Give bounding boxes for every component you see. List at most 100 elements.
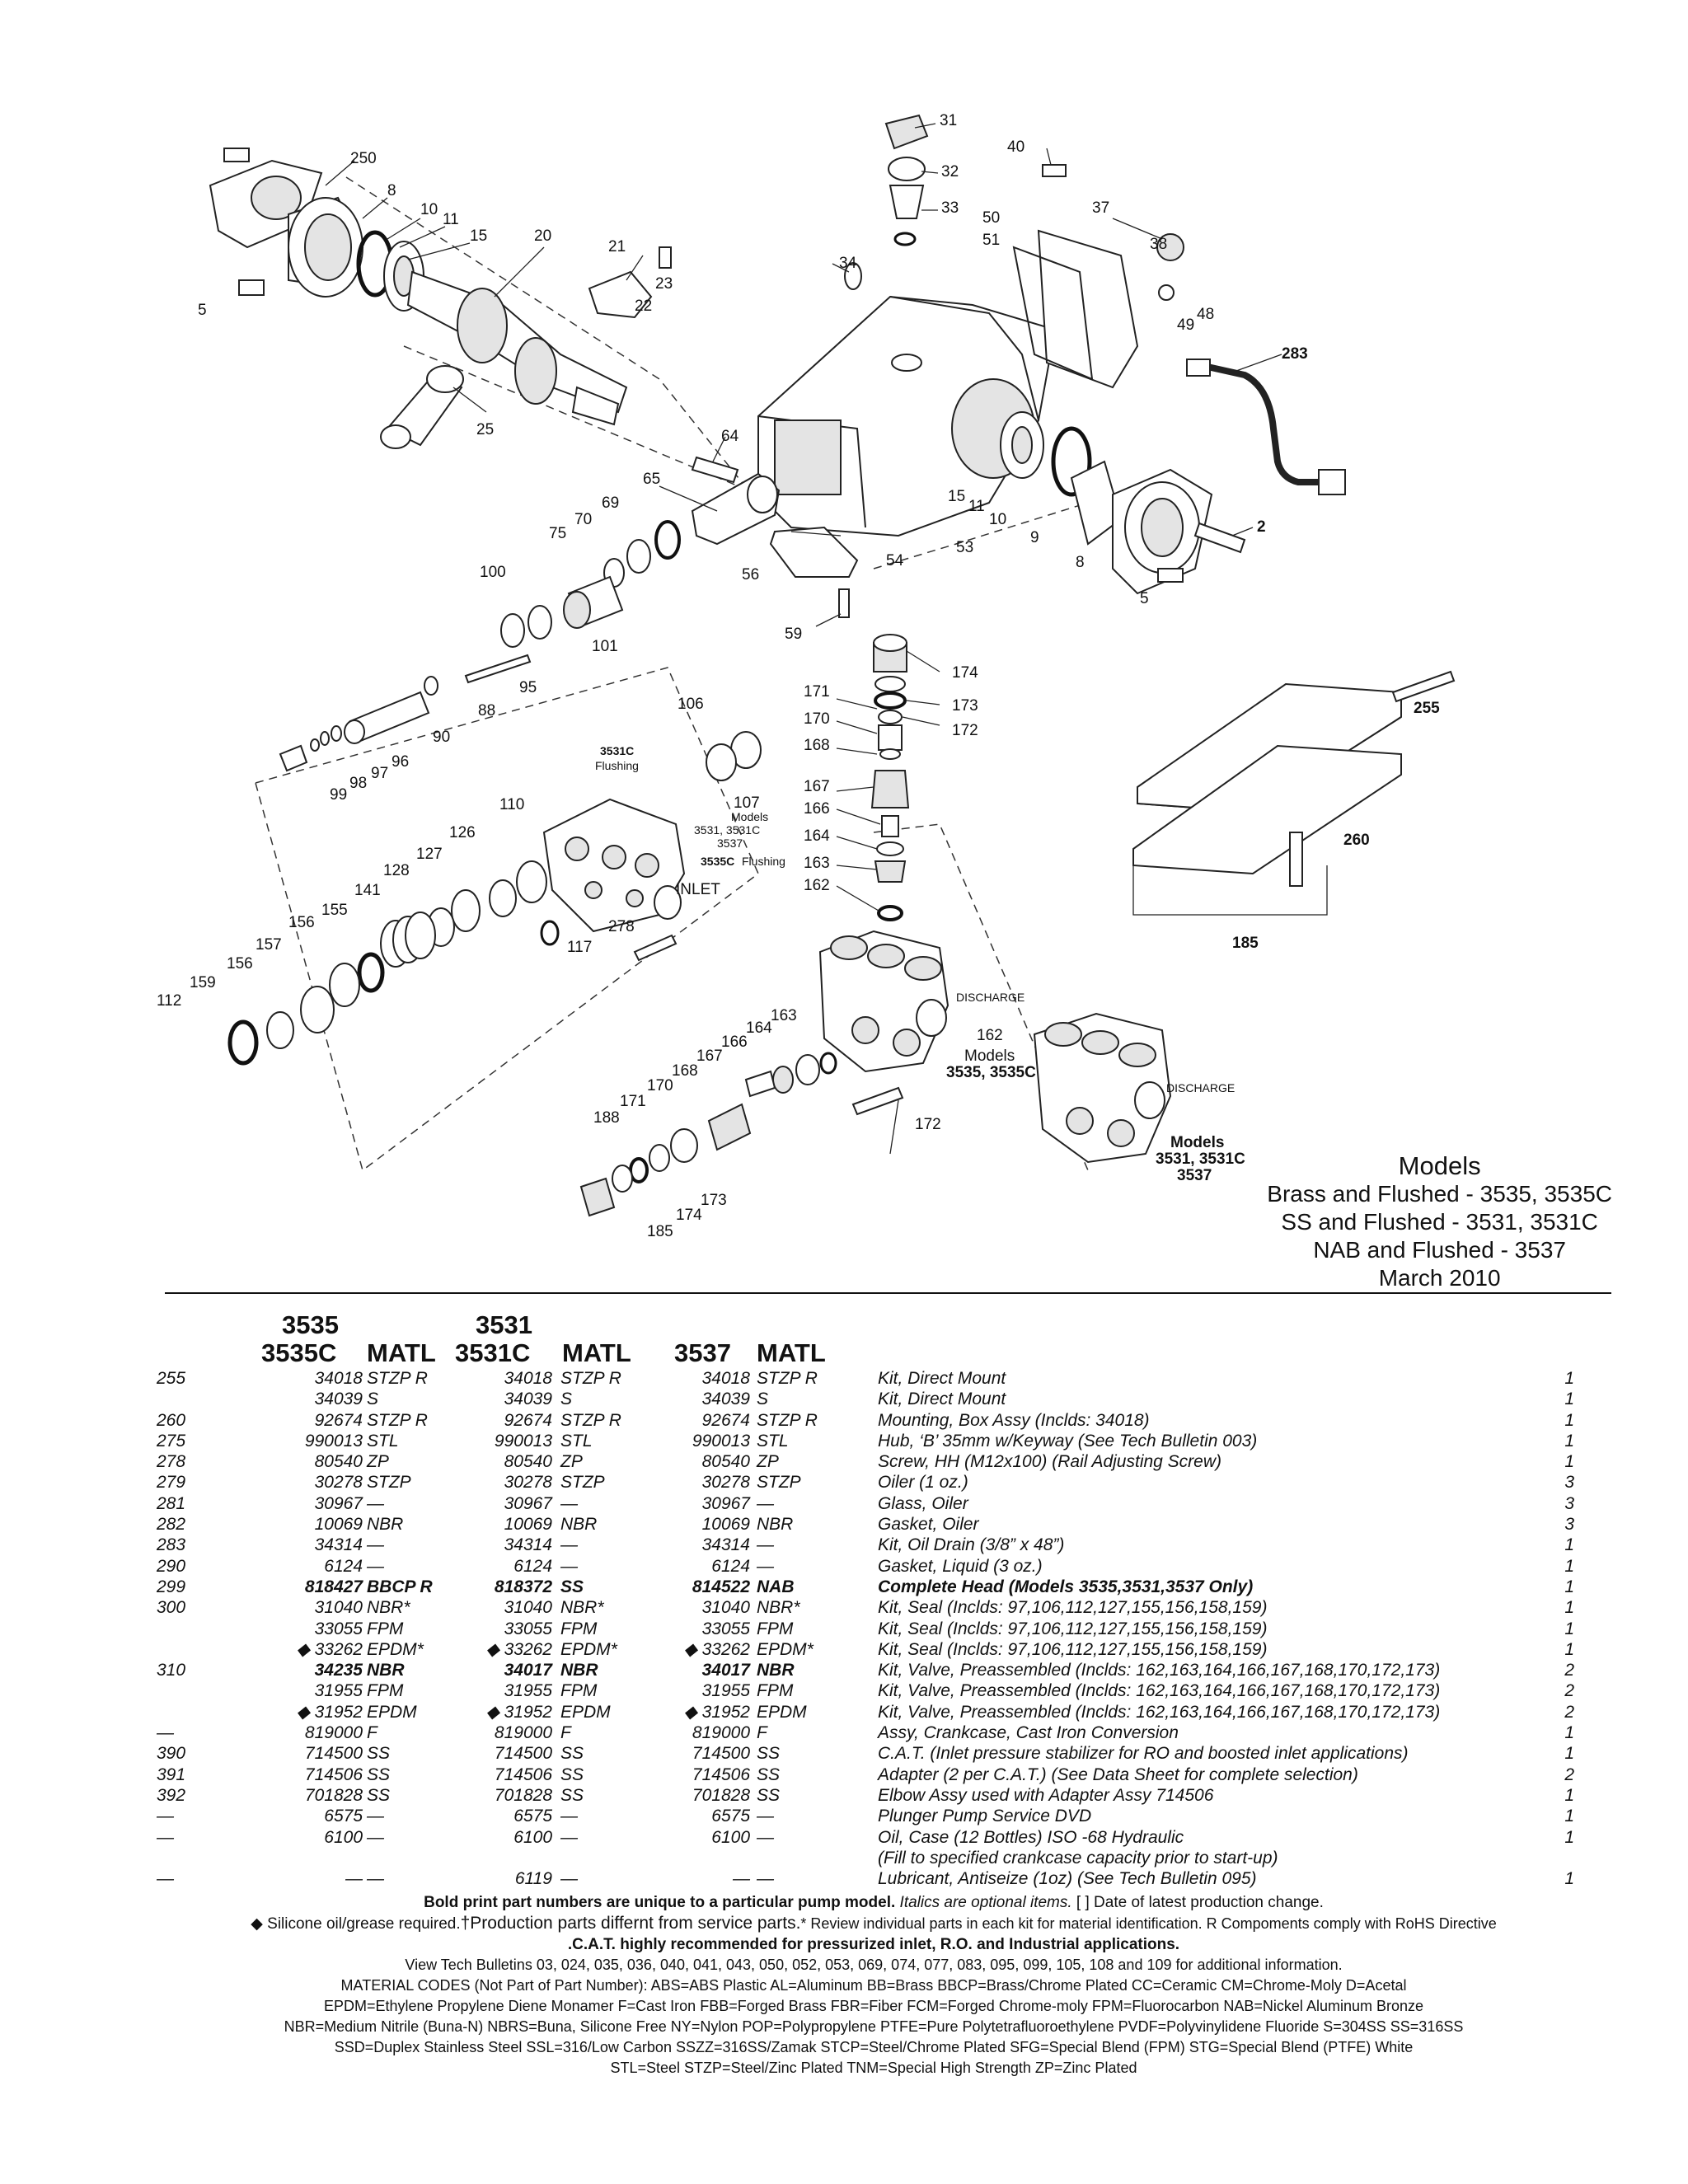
cell-m2: — xyxy=(560,1556,578,1576)
callout: 70 xyxy=(574,511,592,528)
callout: 40 xyxy=(1007,138,1025,156)
cell-desc: Kit, Valve, Preassembled (Inclds: 162,16… xyxy=(878,1661,1441,1680)
callout: 11 xyxy=(443,211,459,228)
callout: 110 xyxy=(499,796,524,813)
cell-m2: — xyxy=(560,1827,578,1847)
callout: 31 xyxy=(940,112,957,129)
cell-m2: SS xyxy=(560,1577,584,1596)
cell-m3: — xyxy=(757,1535,774,1555)
cell-p1: 34039 xyxy=(314,1390,363,1409)
callout: 56 xyxy=(742,566,759,583)
cell-p1: 31955 xyxy=(314,1681,363,1701)
header-matl-1: MATL xyxy=(367,1338,436,1367)
cell-p2: 6124 xyxy=(513,1556,552,1576)
cell-qty: 1 xyxy=(1564,1556,1574,1576)
cell-desc: Assy, Crankcase, Cast Iron Conversion xyxy=(878,1723,1179,1743)
callout: 23 xyxy=(655,275,673,293)
stud-255 xyxy=(1289,832,1303,887)
models-label: 3535, 3535C xyxy=(946,1064,1036,1081)
callout: 8 xyxy=(387,182,396,199)
callout: 174 xyxy=(676,1207,702,1224)
cell-desc: Mounting, Box Assy (Inclds: 34018) xyxy=(878,1410,1150,1430)
cell-m2: EPDM* xyxy=(560,1639,617,1659)
cell-p1: 80540 xyxy=(314,1452,363,1472)
cell-m2: NBR xyxy=(560,1661,598,1680)
note-bulletins: View Tech Bulletins 03, 024, 035, 036, 0… xyxy=(405,1957,1343,1973)
note-material-codes: MATERIAL CODES (Not Part of Part Number)… xyxy=(340,1977,1407,1994)
callout: 141 xyxy=(354,882,381,899)
cell-desc: (Fill to specified crankcase capacity pr… xyxy=(878,1848,1278,1868)
seal-127b xyxy=(451,889,481,932)
callout: 95 xyxy=(519,679,537,696)
cell-m2: NBR xyxy=(560,1515,598,1535)
cell-p3: 814522 xyxy=(692,1577,750,1596)
callout: 162 xyxy=(804,877,830,894)
discharge-manifold-brass xyxy=(818,930,950,1073)
cell-p1: ◆ 33262 xyxy=(296,1639,363,1659)
callout: 21 xyxy=(608,238,626,255)
cell-m2: S xyxy=(560,1390,573,1409)
cell-m3: STL xyxy=(757,1431,789,1451)
key-2 xyxy=(1193,522,1246,554)
callout: 172 xyxy=(915,1116,941,1133)
cell-p3: — xyxy=(733,1869,750,1889)
screw-5-right xyxy=(1157,568,1184,583)
callout: 9 xyxy=(1030,529,1039,546)
callout: 90 xyxy=(433,729,450,746)
flushing-label: 3531C xyxy=(600,744,634,757)
callout: 48 xyxy=(1197,306,1214,323)
cell-m1: — xyxy=(367,1869,384,1889)
bearing-cover-left xyxy=(209,159,364,298)
cell-desc: Oiler (1 oz.) xyxy=(878,1473,968,1493)
cell-p2: 30278 xyxy=(504,1473,552,1493)
cell-desc: Glass, Oiler xyxy=(878,1493,968,1513)
cell-m2: EPDM xyxy=(560,1702,611,1722)
cell-m1: STZP R xyxy=(367,1410,428,1430)
callout: 128 xyxy=(383,862,410,879)
cell-qty: 2 xyxy=(1564,1765,1574,1784)
note-review-text: * Review individual parts in each kit fo… xyxy=(800,1915,1497,1932)
cell-qty: 1 xyxy=(1564,1785,1574,1805)
cell-m3: — xyxy=(757,1493,774,1513)
cell-p3: 34018 xyxy=(701,1369,750,1388)
callout: 106 xyxy=(678,696,704,713)
cell-desc: Kit, Direct Mount xyxy=(878,1390,1006,1409)
cell-p3: 34314 xyxy=(701,1535,750,1555)
cell-m1: F xyxy=(367,1723,377,1743)
models-label: Models xyxy=(1170,1134,1224,1151)
note-bold-text: Bold print part numbers are unique to a … xyxy=(424,1894,896,1911)
assembly-guide-line xyxy=(255,667,759,1172)
cell-p3: 30278 xyxy=(701,1473,750,1493)
note-italic-text: Italics are optional items. xyxy=(899,1894,1072,1911)
cell-p1: 30278 xyxy=(314,1473,363,1493)
cell-desc: Plunger Pump Service DVD xyxy=(878,1807,1092,1826)
cell-m3: — xyxy=(757,1807,774,1826)
callout: 126 xyxy=(449,824,476,841)
cell-p3: 714506 xyxy=(692,1765,750,1784)
cell-p1: 701828 xyxy=(304,1785,363,1805)
cell-qty: 3 xyxy=(1564,1493,1574,1513)
callout: 168 xyxy=(672,1062,698,1080)
screw-188 xyxy=(851,1086,904,1116)
callout: 65 xyxy=(643,471,660,488)
oiler-32 xyxy=(888,157,926,181)
cell-p2: 6575 xyxy=(513,1807,552,1826)
callout: 260 xyxy=(1343,832,1370,849)
screw-278 xyxy=(1391,670,1456,703)
cell-ref: — xyxy=(157,1869,174,1889)
callout: 5 xyxy=(1140,590,1149,607)
o-ring-155 xyxy=(357,952,385,993)
callout: 11 xyxy=(968,498,985,515)
cell-desc: Kit, Seal (Inclds: 97,106,112,127,155,15… xyxy=(878,1598,1268,1618)
cell-m2: SS xyxy=(560,1744,584,1764)
screw-59 xyxy=(838,588,850,618)
oil-plug-37 xyxy=(1156,233,1184,261)
callout: 69 xyxy=(602,494,619,512)
connecting-rod xyxy=(380,365,464,449)
leader-lines xyxy=(325,123,1282,1155)
cell-ref: — xyxy=(157,1807,174,1826)
cell-m3: STZP R xyxy=(757,1410,818,1430)
table-row: ———6119———Lubricant, Antiseize (1oz) (Se… xyxy=(157,1868,1582,1889)
